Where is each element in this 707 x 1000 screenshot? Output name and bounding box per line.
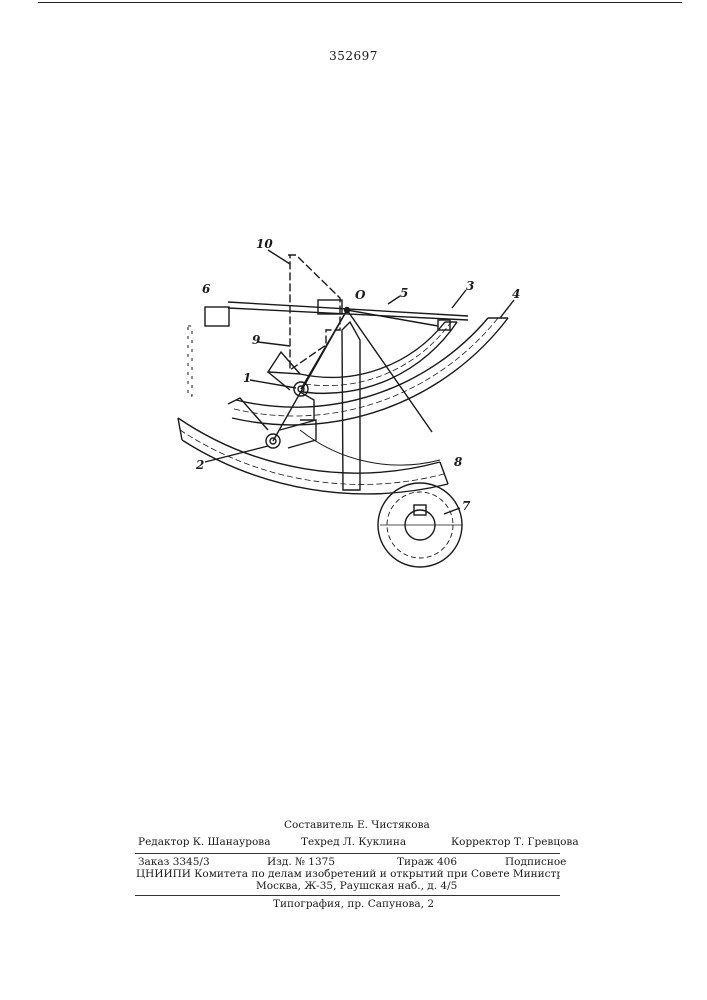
subscription: Подписное [505,856,566,868]
arc-3-outer-edge [300,322,445,377]
corrector: Корректор Т. Гревцова [451,836,579,848]
vertical-rod [342,322,360,490]
label-7: 7 [462,499,471,513]
point-o [345,308,350,313]
order: Заказ 3345/3 [138,856,210,868]
label-9: 9 [252,333,261,347]
imprint-rule-1 [135,853,560,854]
arc-8-outer-edge [182,440,448,494]
institute-line: ЦНИИПИ Комитета по делам изобретений и о… [136,868,560,880]
printing: Типография, пр. Сапунова, 2 [273,898,434,910]
label-4: 4 [512,287,520,301]
address: Москва, Ж-35, Раушская наб., д. 4/5 [256,880,457,892]
label-o: O [355,288,366,302]
compiler: Составитель Е. Чистякова [284,819,430,831]
label-8: 8 [454,455,463,469]
editor: Редактор К. Шанаурова [138,836,270,848]
label-5: 5 [400,286,408,300]
weight-6 [205,307,229,326]
circulation: Тираж 406 [397,856,457,868]
label-1: 1 [243,371,251,385]
imprint-rule-2 [135,895,560,896]
label-10: 10 [256,237,273,251]
label-6: 6 [202,282,211,296]
label-3: 3 [466,279,474,293]
edition: Изд. № 1375 [267,856,335,868]
label-2: 2 [195,458,204,472]
techred: Техред Л. Куклина [301,836,406,848]
